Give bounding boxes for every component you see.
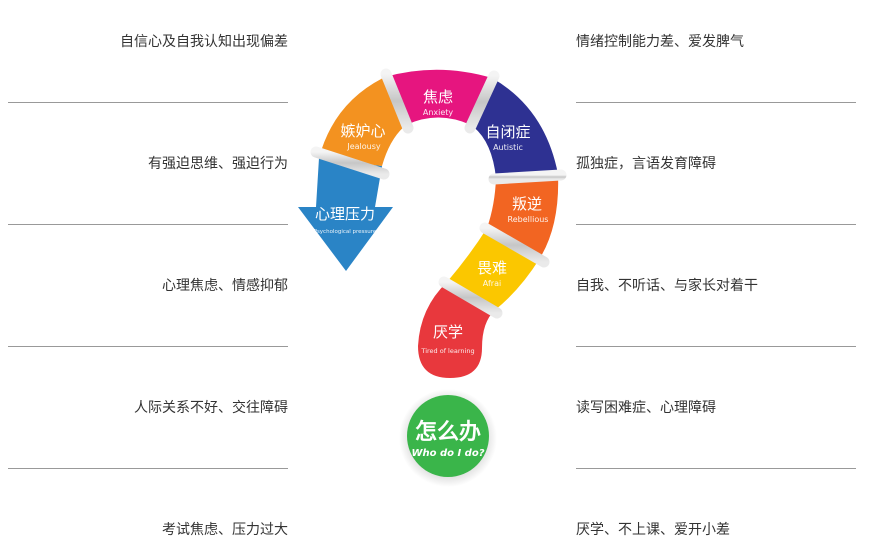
divider bbox=[8, 468, 288, 469]
segment-title: 嫉妒心 bbox=[340, 122, 385, 140]
connector-band bbox=[464, 70, 500, 134]
right-item: 自我、不听话、与家长对着干 bbox=[576, 278, 758, 294]
segment-title: 焦虑 bbox=[423, 88, 453, 106]
connector-band bbox=[479, 222, 550, 268]
segment-subtitle: Afrai bbox=[483, 279, 501, 288]
connector-band bbox=[438, 276, 503, 319]
segment-title: 厌学 bbox=[433, 323, 463, 341]
divider bbox=[576, 468, 856, 469]
segment-title: 自闭症 bbox=[485, 123, 530, 141]
right-item: 孤独症，言语发育障碍 bbox=[576, 156, 716, 172]
right-item: 读写困难症、心理障碍 bbox=[576, 400, 716, 416]
segment-title: 畏难 bbox=[477, 259, 507, 277]
segment-autistic: 自闭症 Autistic bbox=[471, 78, 558, 178]
divider bbox=[8, 346, 288, 347]
ball-subtitle: Who do I do? bbox=[411, 448, 484, 459]
segment-subtitle: Rebellious bbox=[508, 215, 549, 224]
segment-connectors bbox=[310, 68, 567, 319]
divider bbox=[576, 102, 856, 103]
connector-band bbox=[310, 146, 390, 180]
segment-title: 心理压力 bbox=[315, 205, 375, 223]
segment-shape bbox=[319, 77, 406, 166]
segment-psychological-pressure: 心理压力 Psychological pressure bbox=[298, 158, 393, 271]
segment-subtitle: Autistic bbox=[493, 143, 523, 152]
left-item: 人际关系不好、交往障碍 bbox=[134, 400, 288, 416]
segment-anxiety: 焦虑 Anxiety bbox=[385, 69, 492, 125]
ball-title: 怎么办 bbox=[415, 419, 481, 445]
divider bbox=[8, 224, 288, 225]
segment-title: 叛逆 bbox=[512, 195, 542, 213]
left-item: 考试焦虑、压力过大 bbox=[162, 522, 288, 538]
segment-shape bbox=[385, 69, 492, 125]
right-item: 情绪控制能力差、爱发脾气 bbox=[576, 34, 744, 50]
ball-circle bbox=[407, 395, 489, 477]
connector-band bbox=[488, 169, 567, 185]
segment-subtitle: Psychological pressure bbox=[314, 229, 377, 235]
segment-subtitle: Tired of learning bbox=[420, 347, 474, 355]
what-to-do-ball: 怎么办 Who do I do? bbox=[399, 389, 497, 487]
divider bbox=[576, 346, 856, 347]
divider bbox=[576, 224, 856, 225]
right-item: 厌学、不上课、爱开小差 bbox=[576, 522, 730, 538]
segment-jealousy: 嫉妒心 Jealousy bbox=[319, 77, 406, 166]
left-item: 心理焦虑、情感抑郁 bbox=[162, 278, 288, 294]
segment-shape bbox=[298, 158, 393, 271]
segment-shape bbox=[471, 78, 558, 178]
divider bbox=[8, 102, 288, 103]
connector-band bbox=[380, 68, 414, 134]
segment-subtitle: Jealousy bbox=[346, 142, 381, 151]
left-item: 有强迫思维、强迫行为 bbox=[148, 156, 288, 172]
segment-subtitle: Anxiety bbox=[423, 108, 454, 117]
left-item: 自信心及自我认知出现偏差 bbox=[120, 34, 288, 50]
